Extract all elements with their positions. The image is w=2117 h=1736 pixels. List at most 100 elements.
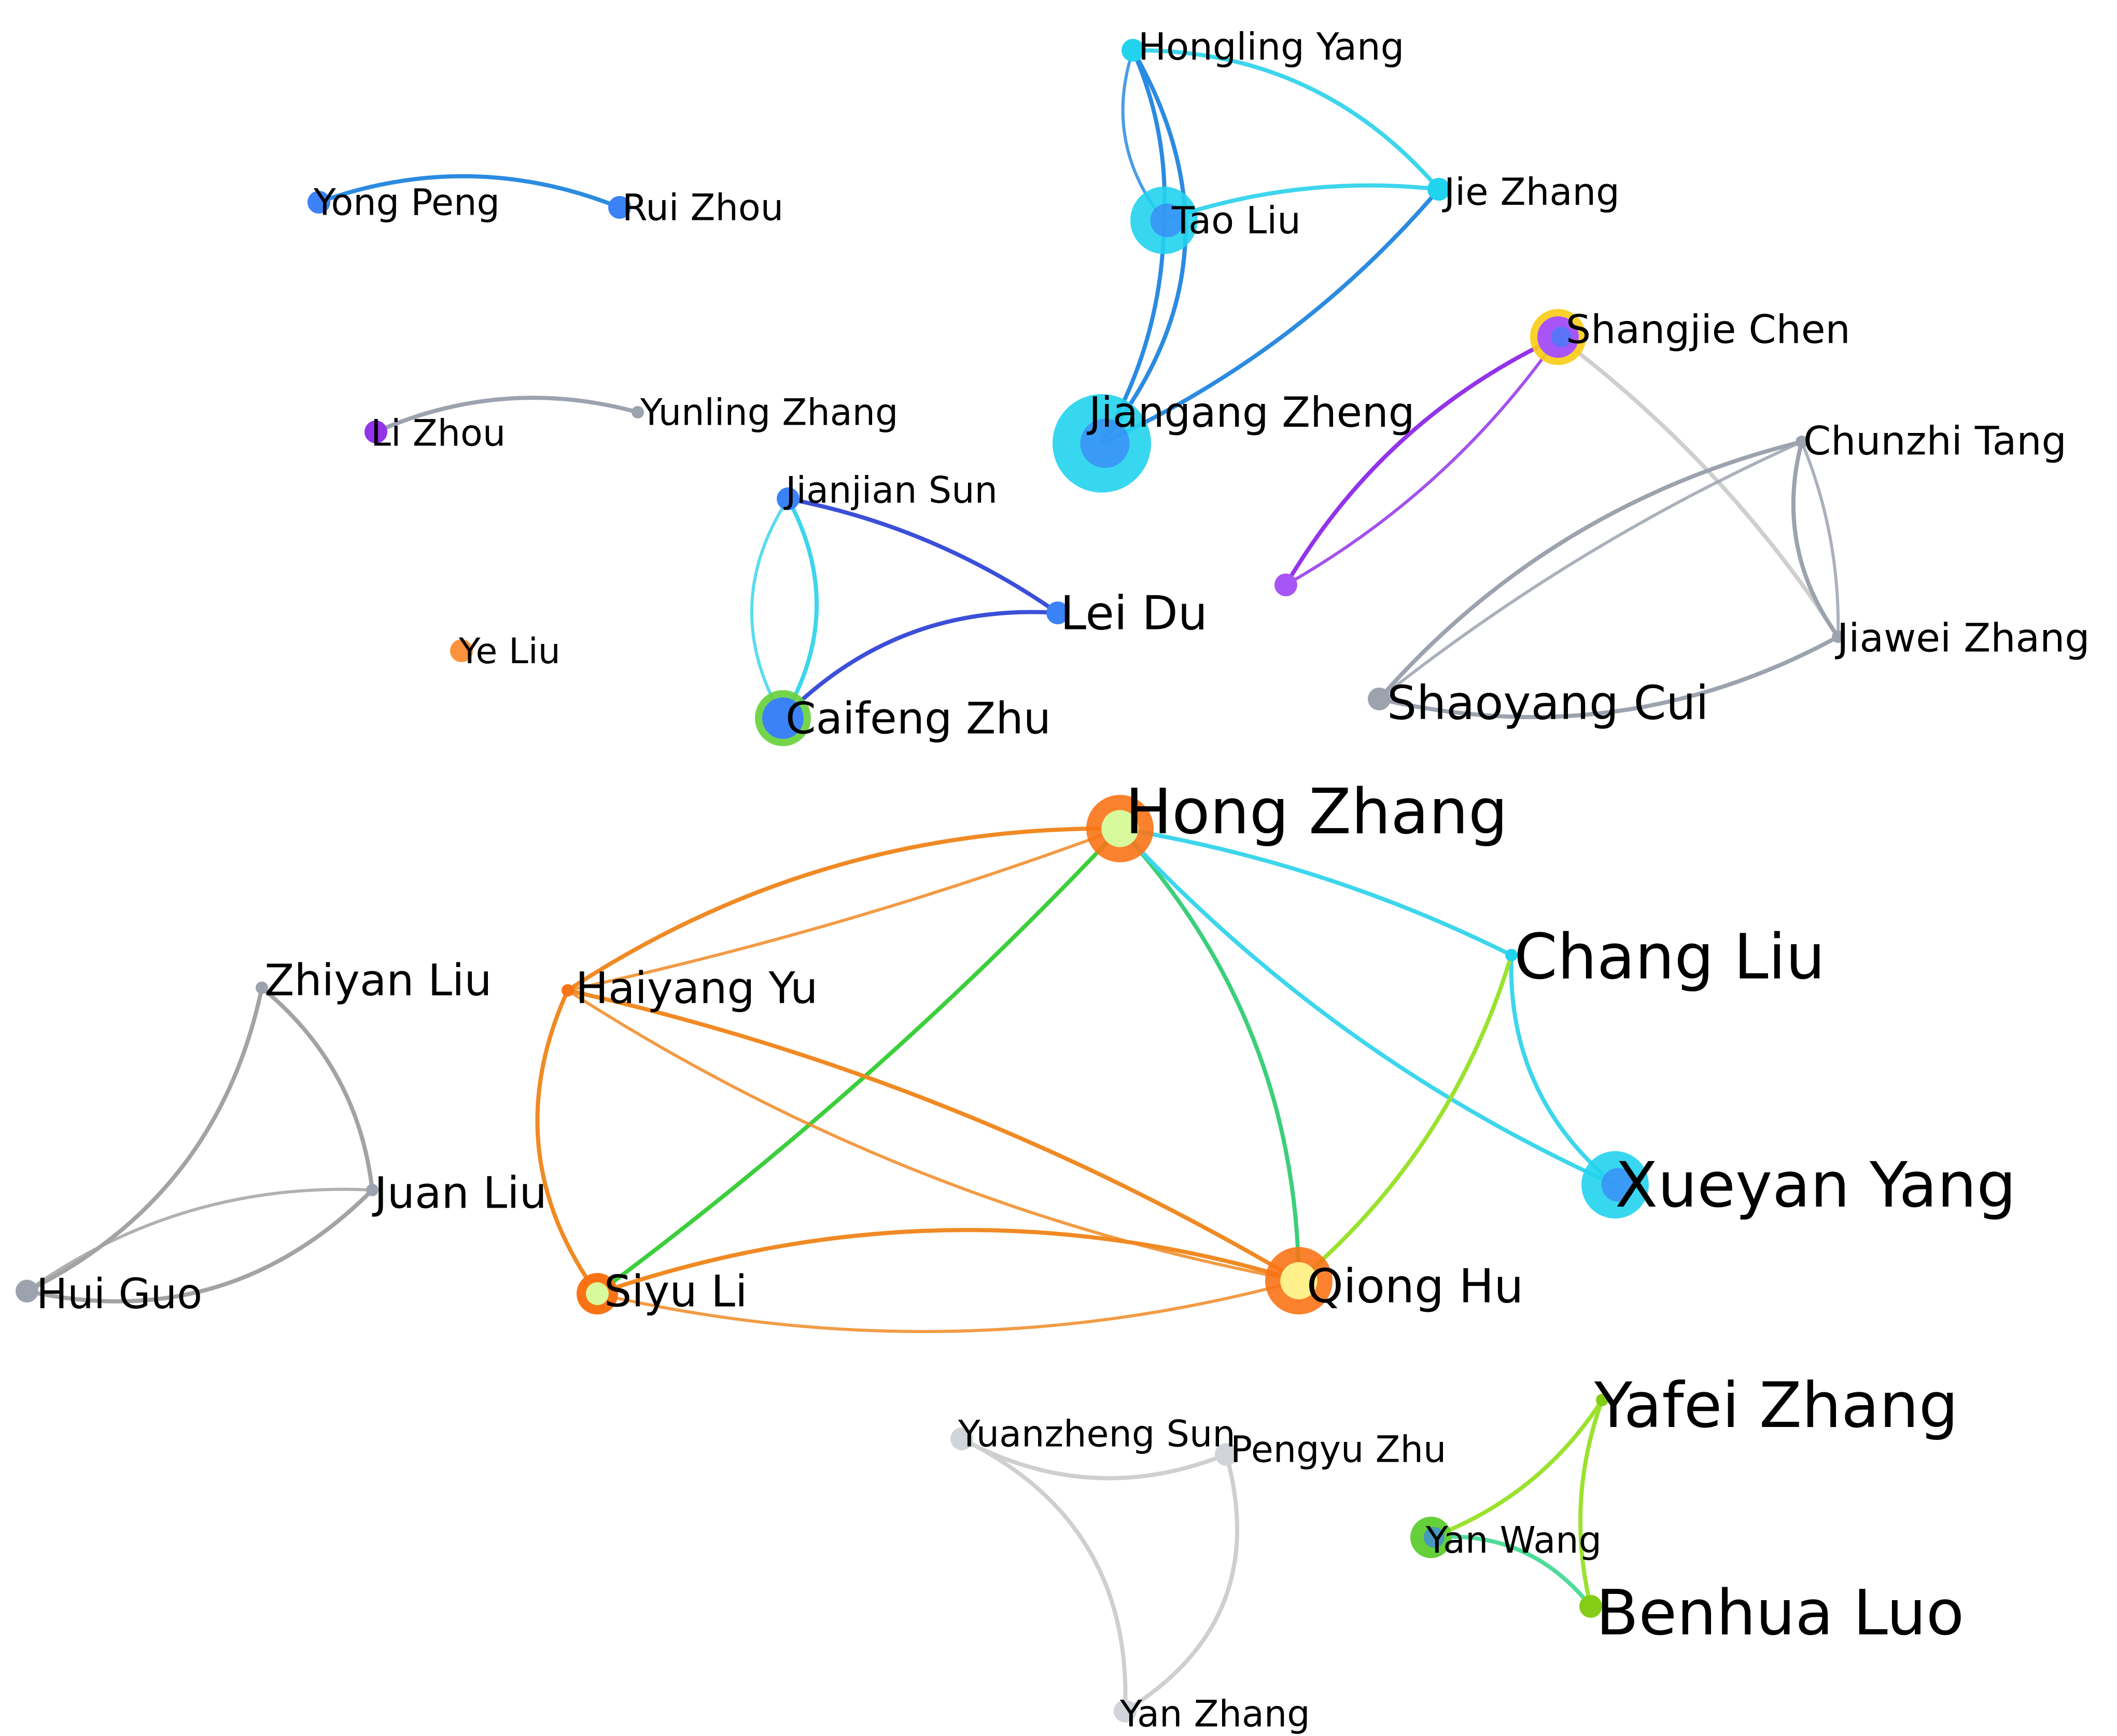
node-tao-liu-core [1150, 203, 1184, 237]
label-jianjian-sun: Jianjian Sun [783, 469, 998, 512]
edge-yafei-zhang-benhua-luo [1578, 1398, 1604, 1608]
label-ye-liu: Ye Liu [458, 631, 560, 672]
edge-hongling-yang-jiangang-zheng [1100, 48, 1188, 445]
label-shangjie-chen: Shangjie Chen [1566, 306, 1850, 353]
node-jiangang-zheng-core [1080, 418, 1130, 468]
edge-li-zhou-yunling-zhang [374, 396, 640, 434]
node-shangjie-chen-core [1551, 327, 1572, 347]
label-chunzhi-tang: Chunzhi Tang [1803, 418, 2067, 464]
node-xueyan-yang[interactable] [1581, 1151, 1649, 1219]
node-jie-zhang-circle [1427, 178, 1450, 201]
node-shangjie-chen[interactable] [1530, 309, 1586, 365]
edge-yan-wang-benhua-luo [1429, 1534, 1593, 1608]
label-pengyu-zhu: Pengyu Zhu [1230, 1429, 1446, 1471]
node-haiyang-yu[interactable] [562, 984, 574, 997]
node-ye-liu-circle [450, 639, 473, 662]
node-unlabeled-purple[interactable] [1274, 573, 1297, 596]
label-yunling-zhang: Yunling Zhang [640, 391, 898, 434]
node-chang-liu[interactable] [1505, 949, 1518, 961]
node-jie-zhang[interactable] [1427, 178, 1450, 201]
node-shaoyang-cui[interactable] [1368, 688, 1391, 710]
node-hong-zhang[interactable] [1086, 795, 1154, 862]
edge-zhiyan-liu-hui-guo [25, 986, 264, 1293]
edge-jiawei-zhang-shaoyang-cui [1377, 635, 1840, 719]
label-hui-guo: Hui Guo [36, 1270, 202, 1318]
node-caifeng-zhu[interactable] [755, 690, 811, 746]
edge-siyu-li-qiong-hu [595, 1228, 1301, 1296]
label-zhiyan-liu: Zhiyan Liu [264, 955, 492, 1005]
edge-hong-zhang-siyu-li [595, 827, 1122, 1296]
edge-yafei-zhang-yan-wang [1429, 1398, 1604, 1539]
edge-layer [25, 48, 1840, 1713]
label-chang-liu: Chang Liu [1514, 921, 1825, 993]
node-hongling-yang[interactable] [1121, 39, 1144, 62]
node-jiawei-zhang[interactable] [1832, 631, 1844, 643]
edge-lei-du-caifeng-zhu [781, 610, 1060, 720]
label-juan-liu: Juan Liu [372, 1167, 547, 1218]
edge-zhiyan-liu-juan-liu [260, 986, 374, 1192]
node-jianjian-sun-circle [777, 487, 800, 510]
label-qiong-hu: Qiong Hu [1307, 1259, 1523, 1314]
edge-yuanzheng-sun-yan-zhang [960, 1437, 1128, 1713]
node-chunzhi-tang[interactable] [1796, 436, 1808, 448]
edge-tao-liu-jie-zhang [1162, 183, 1441, 222]
node-lei-du[interactable] [1046, 601, 1069, 624]
node-yuanzheng-sun-circle [950, 1427, 973, 1450]
node-siyu-li-core [586, 1282, 609, 1305]
node-qiong-hu[interactable] [1265, 1247, 1333, 1314]
node-layer [16, 39, 1844, 1723]
edge-chang-liu-qiong-hu [1297, 953, 1513, 1283]
node-jiangang-zheng[interactable] [1053, 394, 1151, 493]
node-yong-peng-circle [307, 191, 330, 214]
edge-chunzhi-tang-shaoyang-cui [1377, 440, 1804, 701]
node-hui-guo[interactable] [16, 1280, 38, 1303]
node-pengyu-zhu[interactable] [1215, 1443, 1238, 1466]
edge-hong-zhang-xueyan-yang [1118, 827, 1617, 1187]
node-juan-liu[interactable] [366, 1184, 378, 1196]
node-yong-peng[interactable] [307, 191, 330, 214]
node-yunling-zhang[interactable] [632, 406, 644, 418]
node-juan-liu-circle [366, 1184, 378, 1196]
node-siyu-li[interactable] [577, 1273, 618, 1314]
edge-juan-liu-hui-guo-parallel [26, 1187, 373, 1293]
node-ye-liu[interactable] [450, 639, 473, 662]
node-rui-zhou[interactable] [608, 196, 631, 219]
label-caifeng-zhu: Caifeng Zhu [786, 693, 1051, 744]
node-xueyan-yang-core [1601, 1168, 1635, 1202]
label-hong-zhang: Hong Zhang [1125, 776, 1508, 848]
node-hongling-yang-circle [1121, 39, 1144, 62]
label-haiyang-yu: Haiyang Yu [576, 962, 818, 1013]
node-tao-liu[interactable] [1130, 187, 1198, 254]
edge-haiyang-yu-siyu-li [535, 988, 599, 1296]
edge-hong-zhang-haiyang-yu [566, 826, 1122, 992]
node-yan-zhang[interactable] [1114, 1700, 1137, 1723]
node-li-zhou[interactable] [364, 421, 387, 443]
label-yan-wang: Yan Wang [1425, 1519, 1602, 1562]
label-yuanzheng-sun: Yuanzheng Sun [958, 1413, 1236, 1455]
edge-pengyu-zhu-yan-zhang [1123, 1452, 1240, 1713]
label-hongling-yang: Hongling Yang [1138, 25, 1404, 68]
edge-siyu-li-qiong-hu-parallel [597, 1279, 1299, 1333]
node-jianjian-sun[interactable] [777, 487, 800, 510]
edge-shangjie-chen-unlabeled-purple-parallel [1285, 336, 1560, 586]
edge-jianjian-sun-caifeng-zhu-parallel [750, 498, 790, 719]
node-yan-zhang-circle [1114, 1700, 1137, 1723]
label-jiangang-zheng: Jiangang Zheng [1086, 388, 1414, 437]
node-chang-liu-circle [1505, 949, 1518, 961]
label-li-zhou: Li Zhou [371, 412, 506, 455]
node-yan-wang[interactable] [1410, 1517, 1452, 1558]
node-yan-wang-core [1424, 1527, 1445, 1548]
node-rui-zhou-circle [608, 196, 631, 219]
node-lei-du-circle [1046, 601, 1069, 624]
label-siyu-li: Siyu Li [604, 1266, 747, 1317]
edge-haiyang-yu-qiong-hu-parallel [567, 989, 1299, 1282]
node-pengyu-zhu-circle [1215, 1443, 1238, 1466]
edge-yong-peng-rui-zhou [317, 174, 622, 209]
node-li-zhou-circle [364, 421, 387, 443]
node-yafei-zhang[interactable] [1596, 1394, 1608, 1406]
node-benhua-luo[interactable] [1579, 1595, 1602, 1618]
node-zhiyan-liu[interactable] [256, 982, 268, 994]
node-yuanzheng-sun[interactable] [950, 1427, 973, 1450]
edge-shangjie-chen-unlabeled-purple [1284, 335, 1560, 587]
